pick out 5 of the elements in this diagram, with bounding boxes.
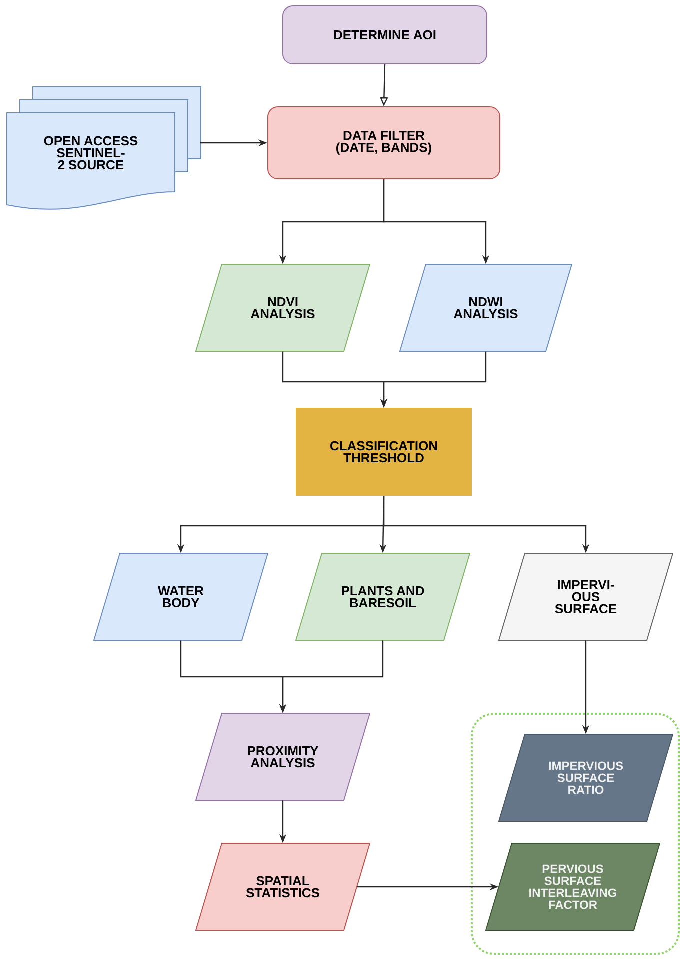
process-box: CLASSIFICATION THRESHOLD (296, 408, 472, 496)
document-stack: OPEN ACCESS SENTINEL-2 SOURCE (6, 86, 202, 210)
dotted-group-frame (471, 713, 680, 955)
process-box: DATA FILTER (DATE, BANDS) (268, 106, 500, 180)
process-box: DETERMINE AOI (282, 6, 488, 65)
